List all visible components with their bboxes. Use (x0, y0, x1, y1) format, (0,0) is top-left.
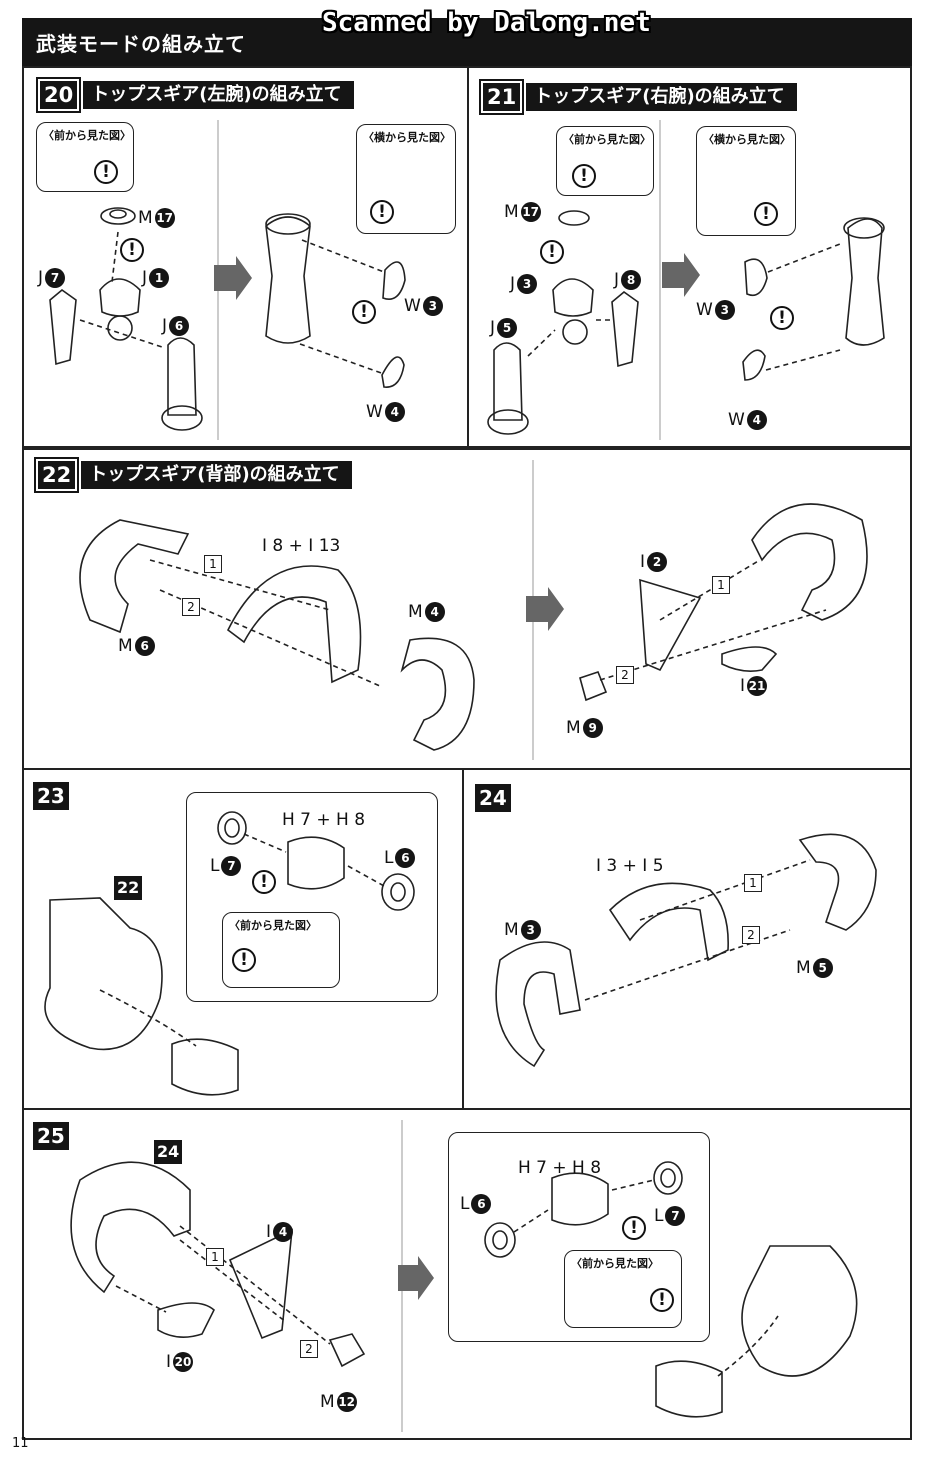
reference-box-22: 22 (114, 876, 143, 900)
caution-icon: ! (370, 200, 394, 224)
section-23-number: 23 (33, 782, 69, 810)
section-24-number: 24 (475, 784, 511, 812)
section-number: 20 (35, 77, 82, 113)
section-25-number: 25 (33, 1122, 69, 1150)
caution-icon: ! (352, 300, 376, 324)
section-22-heading: 22 トップスギア(背部)の組み立て (33, 457, 352, 493)
part-label: H 7 + H 8 (518, 1158, 602, 1178)
caution-icon: ! (94, 160, 118, 184)
panel-step-22 (22, 448, 912, 770)
step-order-marker: 2 (182, 598, 200, 616)
step-order-marker: 1 (204, 555, 222, 573)
section-21-heading: 21 トップスギア(右腕)の組み立て (478, 79, 797, 115)
step-order-marker: 1 (744, 874, 762, 892)
caution-icon: ! (572, 164, 596, 188)
caution-icon: ! (770, 306, 794, 330)
caution-icon: ! (120, 238, 144, 262)
caution-icon: ! (650, 1288, 674, 1312)
callout-front-view-20: 〈前から見た図〉 (36, 122, 134, 192)
header-title: 武装モードの組み立て (36, 32, 246, 56)
section-20-heading: 20 トップスギア(左腕)の組み立て (35, 77, 354, 113)
page-number: 11 (12, 1436, 29, 1451)
callout-side-view-21: 〈横から見た図〉 (696, 126, 796, 236)
caution-icon: ! (540, 240, 564, 264)
section-title: トップスギア(左腕)の組み立て (83, 81, 354, 109)
step-order-marker: 2 (616, 666, 634, 684)
step-order-marker: 1 (712, 576, 730, 594)
caution-icon: ! (252, 870, 276, 894)
callout-side-view-20: 〈横から見た図〉 (356, 124, 456, 234)
section-number: 21 (478, 79, 525, 115)
caution-icon: ! (754, 202, 778, 226)
watermark-text: Scanned by Dalong.net (322, 8, 651, 38)
caution-icon: ! (232, 948, 256, 972)
part-label: I 8 + I 13 (262, 536, 341, 556)
panel-step-24 (462, 768, 912, 1110)
callout-front-view-21: 〈前から見た図〉 (556, 126, 654, 196)
callout-detail-23 (186, 792, 438, 1002)
caution-icon: ! (622, 1216, 646, 1240)
part-label: H 7 + H 8 (282, 810, 366, 830)
section-number: 22 (33, 457, 80, 493)
page-header: 武装モードの組み立て (22, 18, 912, 66)
section-title: トップスギア(背部)の組み立て (81, 461, 352, 489)
part-label: I 3 + I 5 (596, 856, 664, 876)
section-title: トップスギア(右腕)の組み立て (526, 83, 797, 111)
step-order-marker: 2 (300, 1340, 318, 1358)
step-order-marker: 2 (742, 926, 760, 944)
reference-box-24: 24 (154, 1140, 183, 1164)
step-order-marker: 1 (206, 1248, 224, 1266)
callout-detail-25 (448, 1132, 710, 1342)
